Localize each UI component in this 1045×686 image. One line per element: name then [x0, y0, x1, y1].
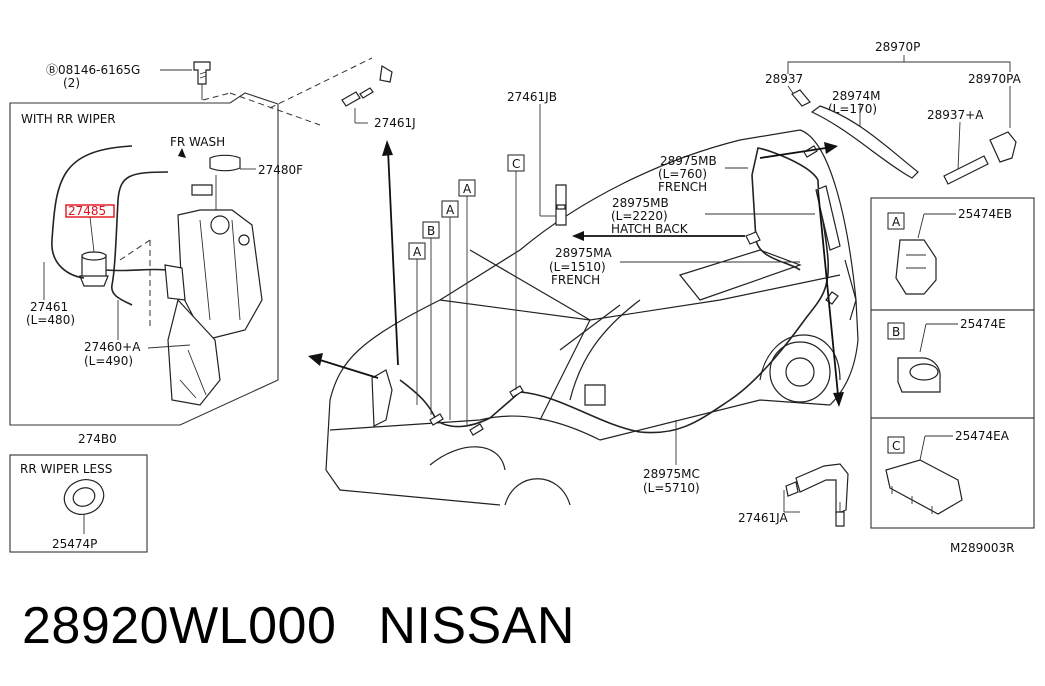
label-hatch-back: HATCH BACK: [611, 222, 689, 236]
connector-27461j: 27461J: [341, 65, 416, 130]
label-28975ma-len: (L=1510): [549, 260, 606, 274]
label-fr-wash: FR WASH: [170, 135, 225, 149]
ref-c-1: C: [512, 157, 520, 171]
label-28975mc-len: (L=5710): [643, 481, 700, 495]
ref-a-3: A: [413, 245, 422, 259]
label-25474e: 25474E: [960, 317, 1006, 331]
label-28974m: 28974M: [832, 89, 881, 103]
brand-name: NISSAN: [378, 597, 575, 655]
label-28974m-len: (L=170): [828, 102, 877, 116]
label-25474p: 25474P: [52, 537, 97, 551]
label-rr-wiper-less: RR WIPER LESS: [20, 462, 112, 476]
label-28970pa: 28970PA: [968, 72, 1022, 86]
label-27485: 27485: [68, 204, 106, 218]
label-27461ja: 27461JA: [738, 511, 789, 525]
inset-with-rr-wiper: WITH RR WIPER FR WASH 27480F 27485 2746: [9, 57, 373, 446]
bolt-part: Ⓑ08146-6165G (2): [46, 61, 211, 100]
label-french-2: FRENCH: [551, 273, 600, 287]
footer-caption: 28920WL000 NISSAN: [22, 596, 575, 656]
part-number: 28920WL000: [22, 597, 337, 655]
label-27460a-len: (L=490): [84, 354, 133, 368]
label-27460a: 27460+A: [84, 340, 141, 354]
label-bolt-qty: (2): [63, 76, 80, 90]
label-25474ea: 25474EA: [955, 429, 1010, 443]
label-25474eb: 25474EB: [958, 207, 1012, 221]
diagram-code: M289003R: [950, 541, 1015, 555]
label-28970p: 28970P: [875, 40, 920, 54]
label-27461j: 27461J: [374, 116, 416, 130]
label-27480: 274B0: [78, 432, 117, 446]
label-with-rr-wiper: WITH RR WIPER: [21, 112, 116, 126]
legend-box-a: A 25474EB: [870, 197, 1035, 311]
label-27461: 27461: [30, 300, 68, 314]
ref-a-1: A: [463, 182, 472, 196]
center-labels: 27461JB 28975MB (L=760) FRENCH 28975MB (…: [507, 90, 815, 495]
vehicle-body: [325, 129, 859, 506]
front-hose-assembly: [371, 145, 841, 436]
rear-nozzle-parts: 28970P 28937 28974M (L=170) 28970PA 2893…: [765, 40, 1022, 185]
ref-a-2: A: [446, 203, 455, 217]
legend-box-c: C 25474EA: [870, 417, 1035, 529]
part-27461ja: 27461JA: [738, 463, 849, 527]
label-27461-len: (L=480): [26, 313, 75, 327]
direction-arrows: [308, 140, 844, 407]
legend-ref-b: B: [892, 325, 900, 339]
label-28975mb-760: 28975MB: [660, 154, 717, 168]
inset-rr-wiper-less: RR WIPER LESS 25474P: [9, 454, 148, 553]
label-28937: 28937: [765, 72, 803, 86]
label-28975mb-2220-len: (L=2220): [611, 209, 668, 223]
label-27480f: 27480F: [258, 163, 303, 177]
label-28975mb-760-len: (L=760): [658, 167, 707, 181]
label-27461jb: 27461JB: [507, 90, 557, 104]
label-french-1: FRENCH: [658, 180, 707, 194]
label-28975mb-2220: 28975MB: [612, 196, 669, 210]
label-28975ma: 28975MA: [555, 246, 613, 260]
legend-ref-a: A: [892, 215, 901, 229]
legend-box-b: B 25474E: [870, 309, 1035, 419]
label-bolt: Ⓑ08146-6165G: [46, 63, 140, 77]
label-28975mc: 28975MC: [643, 467, 700, 481]
label-28937a: 28937+A: [927, 108, 984, 122]
ref-b-1: B: [427, 224, 435, 238]
legend-ref-c: C: [892, 439, 900, 453]
ref-flags: A A B A C: [408, 154, 525, 425]
